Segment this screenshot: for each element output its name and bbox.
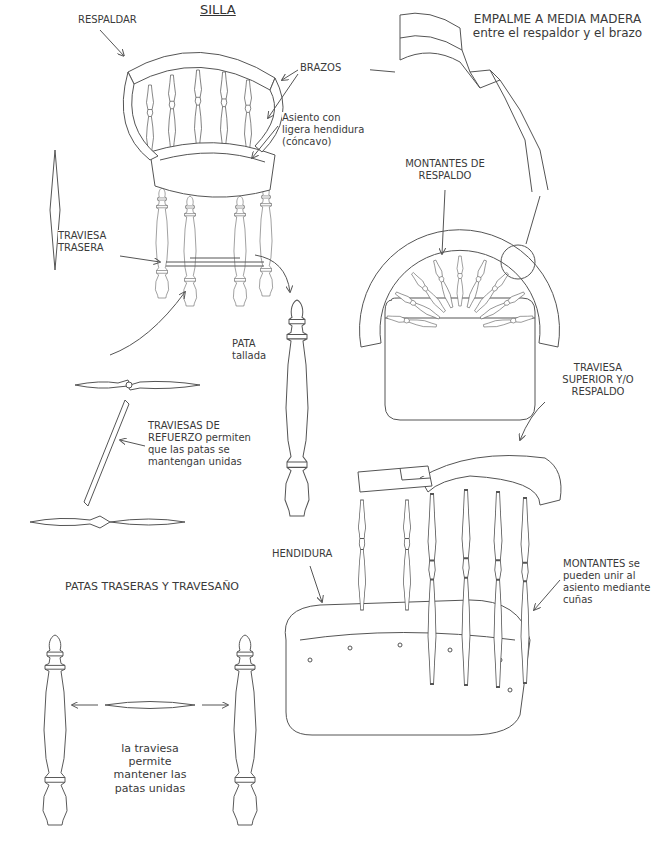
part-label: RESPALDAR — [78, 14, 168, 26]
joint-detail — [470, 70, 500, 88]
exploded-chair — [308, 658, 312, 662]
main-chair — [169, 75, 176, 150]
part-label: PATAS TRASERAS Y TRAVESAÑO — [62, 580, 242, 593]
exploded-chair — [285, 456, 561, 736]
main-chair — [195, 70, 202, 148]
main-chair — [150, 143, 275, 197]
stretcher-rails — [126, 382, 132, 388]
exploded-chair — [508, 688, 512, 692]
exploded-chair — [521, 498, 529, 683]
leader-arrows — [120, 440, 145, 446]
stretcher-rails — [30, 150, 200, 528]
exploded-chair — [358, 466, 432, 492]
exploded-chair — [300, 633, 515, 641]
part-label: Asiento con ligera hendidura (cóncavo) — [282, 112, 367, 148]
exploded-chair — [404, 500, 411, 610]
part-label: TRAVIESA SUPERIOR Y/O RESPALDO — [548, 362, 648, 398]
joint-detail — [400, 13, 548, 244]
leader-arrows — [252, 126, 278, 158]
top-view-chair — [385, 298, 535, 420]
stretcher-rails — [75, 380, 200, 390]
leader-arrows — [310, 566, 322, 602]
top-view-chair — [479, 290, 525, 320]
main-chair — [123, 72, 158, 160]
leader-arrows — [120, 256, 160, 262]
main-chair — [255, 78, 283, 152]
leader-arrows — [72, 30, 560, 705]
main-chair — [183, 196, 196, 306]
leader-arrows — [442, 190, 445, 254]
part-label: MONTANTES DE RESPALDO — [385, 158, 505, 182]
leader-arrows — [282, 70, 298, 80]
exploded-chair — [428, 494, 436, 684]
top-view-chair — [387, 314, 437, 329]
main-chair — [128, 52, 275, 90]
main-chair — [123, 52, 283, 306]
exploded-chair — [494, 492, 502, 687]
carved-leg — [285, 300, 309, 516]
leader-arrows — [72, 705, 98, 706]
leader-arrows — [255, 255, 290, 292]
part-label: BRAZOS — [300, 62, 370, 74]
main-chair — [259, 186, 272, 296]
exploded-chair — [348, 646, 352, 650]
leader-arrows — [534, 580, 560, 610]
part-label: la traviesa permite mantener las patas u… — [100, 742, 200, 795]
exploded-chair — [448, 648, 452, 652]
main-chair — [166, 258, 264, 266]
exploded-chair — [462, 490, 470, 685]
exploded-chair — [398, 643, 402, 647]
top-view-chair — [473, 271, 510, 313]
stretcher-rails — [84, 400, 129, 506]
rear-legs — [43, 635, 257, 825]
top-view-chair — [457, 256, 463, 306]
top-view-chair — [483, 314, 533, 329]
carved-leg — [285, 300, 309, 516]
part-label: TRAVIESAS DE REFUERZO permiten que las p… — [148, 420, 268, 468]
main-chair — [233, 196, 246, 306]
top-view-chair — [360, 230, 560, 347]
main-chair — [155, 188, 168, 298]
leader-arrows — [100, 30, 124, 56]
exploded-chair — [420, 456, 561, 506]
main-chair — [147, 85, 154, 155]
stretcher-rails — [30, 516, 185, 528]
part-label: MONTANTES se pueden unir al asiento medi… — [563, 558, 653, 606]
part-label: EMPALME A MEDIA MADERA entre el respaldo… — [470, 12, 645, 41]
top-view-chair — [501, 245, 535, 279]
exploded-chair — [285, 600, 530, 735]
leader-arrows — [202, 705, 228, 706]
top-view-chair — [360, 230, 560, 420]
rear-legs — [233, 635, 257, 825]
leader-arrows — [520, 402, 545, 440]
main-chair — [221, 72, 228, 149]
exploded-chair — [359, 500, 366, 610]
leader-arrows — [110, 292, 185, 355]
part-label: PATA tallada — [232, 338, 280, 362]
main-chair — [160, 153, 265, 162]
rear-legs — [105, 702, 195, 709]
page-title: SILLA — [200, 2, 236, 17]
part-label: TRAVIESA TRASERA — [58, 230, 138, 254]
top-view-chair — [432, 259, 455, 308]
rear-legs — [43, 635, 67, 825]
part-label: HENDIDURA — [272, 548, 352, 560]
main-chair — [245, 80, 252, 152]
joint-detail — [526, 196, 540, 244]
